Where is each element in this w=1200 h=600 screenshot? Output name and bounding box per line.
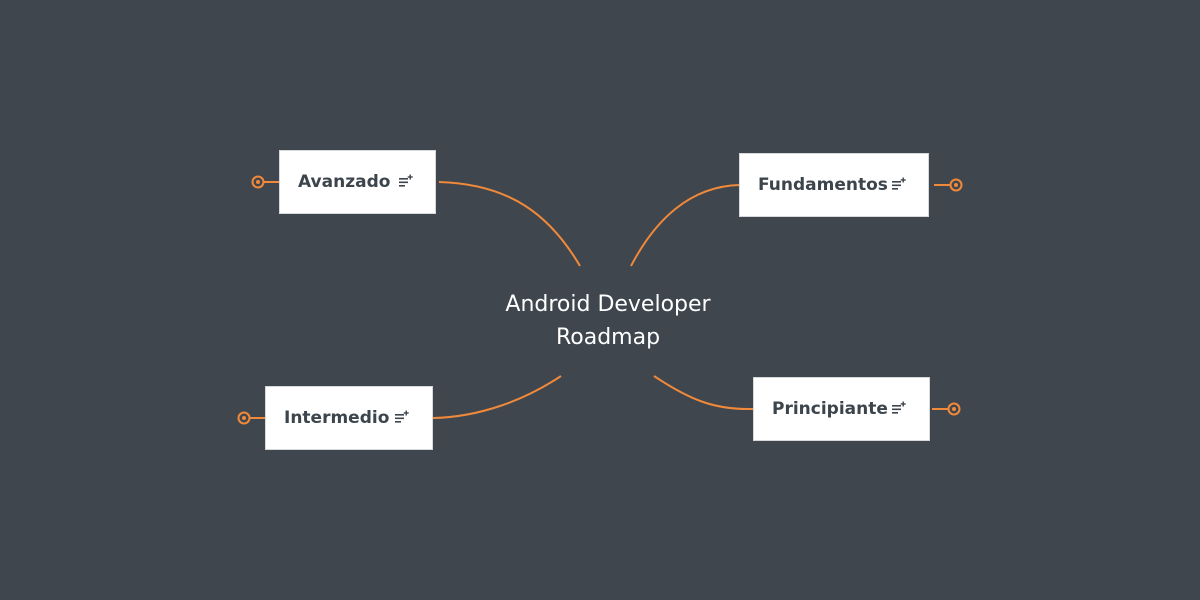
root-topic-line2: Roadmap [555, 325, 661, 350]
root-topic-line1: Android Developer [505, 292, 711, 317]
node-intermedio-label: Intermedio [284, 408, 390, 428]
node-principiante[interactable]: Principiante [753, 377, 930, 441]
node-avanzado-label: Avanzado [298, 172, 391, 192]
node-principiante-label: Principiante [772, 399, 888, 419]
collapse-handle-intermedio[interactable] [236, 410, 268, 426]
connector-fundamentos [630, 184, 741, 267]
root-topic[interactable]: Android Developer Roadmap [458, 288, 758, 354]
node-fundamentos[interactable]: Fundamentos [739, 153, 929, 217]
note-add-icon[interactable] [891, 177, 907, 193]
connector-intermedio [432, 375, 562, 419]
node-fundamentos-label: Fundamentos [758, 175, 888, 195]
connector-avanzado [438, 181, 581, 267]
collapse-handle-fundamentos[interactable] [932, 177, 964, 193]
node-intermedio[interactable]: Intermedio [265, 386, 433, 450]
connector-principiante [653, 375, 754, 411]
collapse-handle-avanzado[interactable] [250, 174, 282, 190]
collapse-handle-principiante[interactable] [930, 401, 962, 417]
note-add-icon[interactable] [398, 174, 414, 190]
node-avanzado[interactable]: Avanzado [279, 150, 436, 214]
note-add-icon[interactable] [394, 410, 410, 426]
note-add-icon[interactable] [891, 401, 907, 417]
